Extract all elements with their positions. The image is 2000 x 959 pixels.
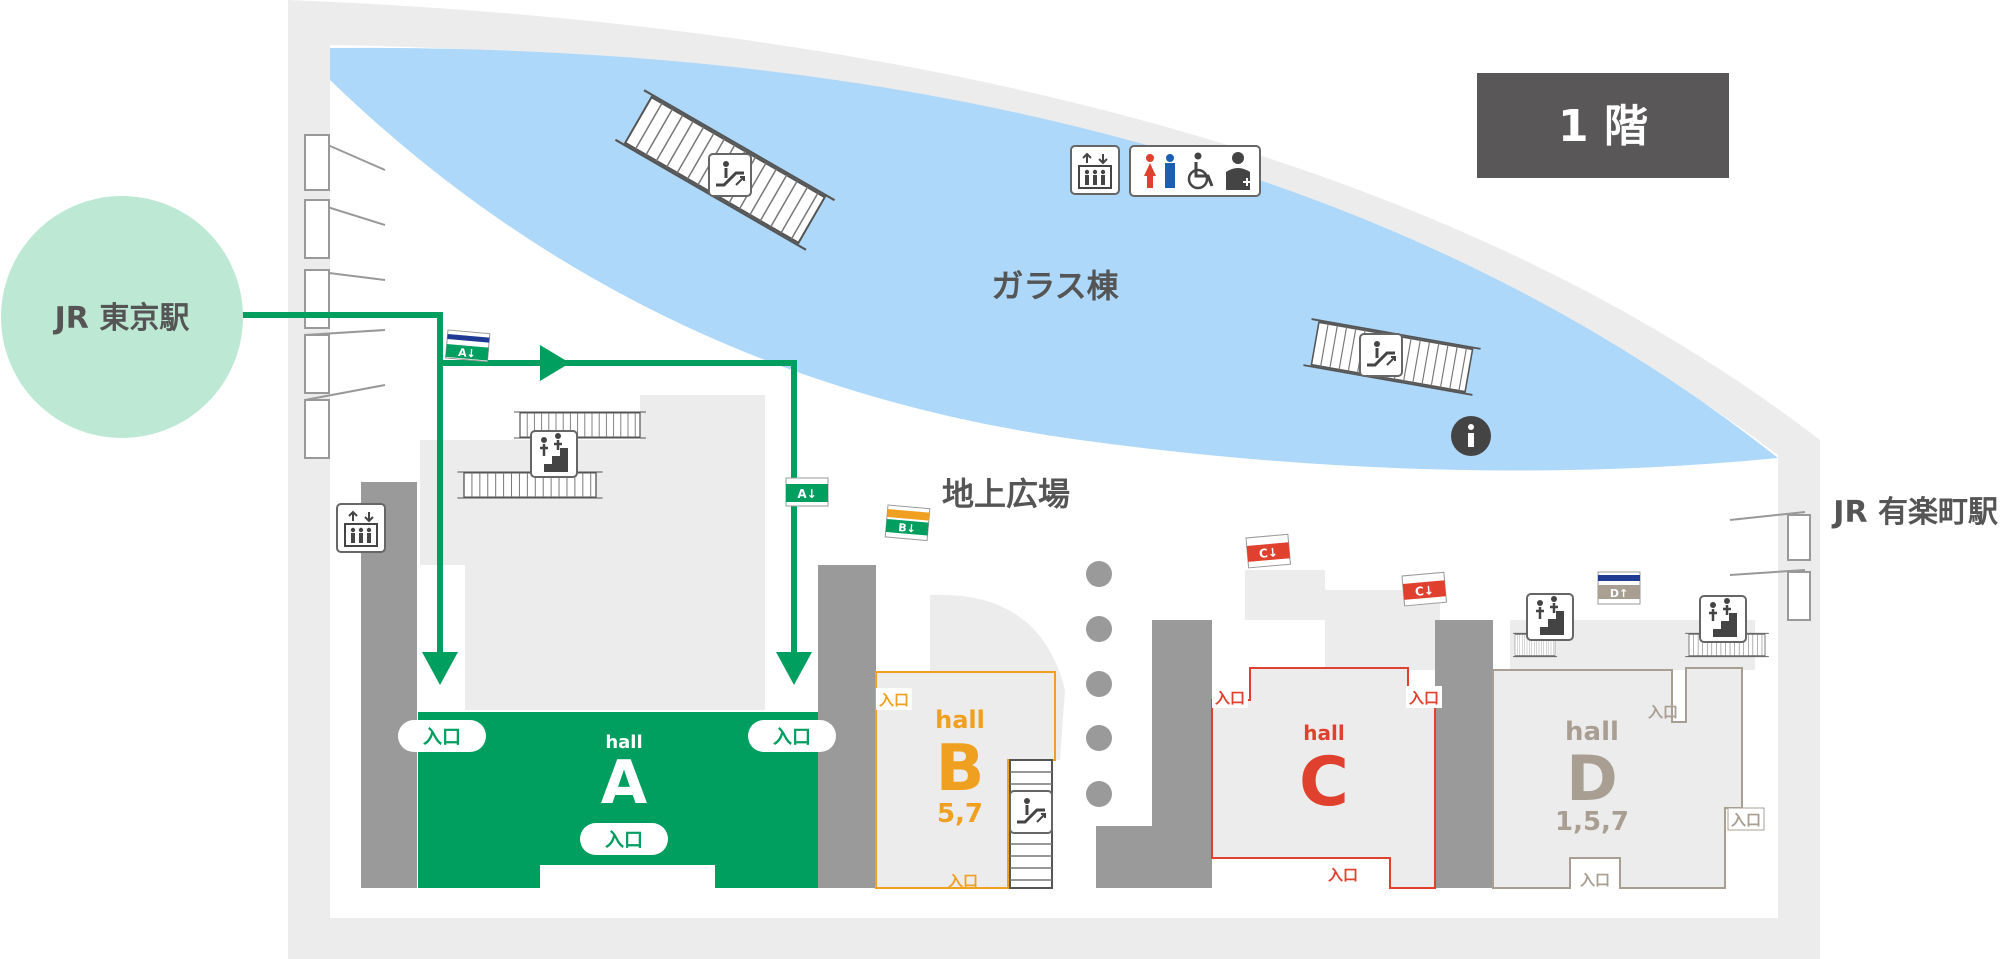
- stairs-icon[interactable]: [529, 429, 579, 479]
- exit-sign-c-lower: C↓: [1401, 571, 1447, 607]
- entrance-label[interactable]: 入口: [1328, 866, 1358, 884]
- stairs-icon[interactable]: [1525, 592, 1575, 642]
- exit-sign-d-label: D↑: [1610, 587, 1628, 600]
- jr-tokyo-station-marker[interactable]: [1, 196, 243, 438]
- hall-d-entrances[interactable]: 入口 入口 入口: [1580, 703, 1765, 889]
- restroom-group[interactable]: [1129, 145, 1261, 197]
- glass-building-label: ガラス棟: [991, 267, 1119, 305]
- hall-d-hall-label: hall: [1565, 717, 1619, 747]
- hall-c-hall-label: hall: [1303, 721, 1344, 745]
- hall-a-entrance-right[interactable]: 入口: [748, 720, 836, 752]
- hall-a-notch: [540, 865, 715, 890]
- exit-sign-c-label: C↓: [1414, 583, 1434, 599]
- exit-sign-a-label: A↓: [458, 346, 477, 360]
- information-icon[interactable]: [1451, 416, 1491, 456]
- hall-d-exits: 1,5,7: [1555, 807, 1629, 837]
- hall-b-entrances[interactable]: 入口 入口: [876, 688, 978, 890]
- entrance-label: 入口: [605, 829, 643, 851]
- hall-a-entrance-bottom[interactable]: 入口: [580, 823, 668, 855]
- entrance-label[interactable]: 入口: [1409, 689, 1439, 707]
- hall-c-letter: C: [1299, 743, 1349, 822]
- hall-d-letter: D: [1566, 742, 1617, 815]
- wheelchair-icon: [1187, 152, 1214, 190]
- entrance-label[interactable]: 入口: [1580, 871, 1610, 889]
- escalator-icon[interactable]: [1008, 789, 1054, 835]
- elevator-icon[interactable]: [336, 503, 386, 553]
- route-arrowheads: [422, 345, 812, 685]
- exit-sign-c-upper: C↓: [1245, 533, 1291, 569]
- jr-yurakucho-station-label[interactable]: JR 有楽町駅: [1831, 495, 1998, 530]
- hall-b-exits: 5,7: [937, 799, 983, 829]
- escalator-icon[interactable]: [707, 152, 753, 198]
- hall-b-area: [875, 671, 1056, 889]
- entrance-label: 入口: [423, 726, 461, 748]
- floor-badge: [1477, 73, 1729, 178]
- nursing-room-icon: [1226, 152, 1251, 190]
- exit-sign-a-label: A↓: [797, 487, 816, 501]
- hall-b-letter: B: [936, 732, 985, 806]
- entrance-label[interactable]: 入口: [1215, 689, 1245, 707]
- exit-sign-b: B↓: [884, 504, 931, 542]
- hall-b-hall-label: hall: [935, 706, 985, 734]
- entrance-label[interactable]: 入口: [948, 872, 978, 890]
- entrance-canopy-right: [1729, 511, 1811, 621]
- exit-sign-d: D↑: [1597, 571, 1641, 605]
- escalator-icon[interactable]: [1358, 332, 1404, 378]
- hall-a-letter: A: [601, 748, 648, 818]
- hall-a-hall-label: hall: [605, 732, 642, 753]
- entrance-label[interactable]: 入口: [1731, 811, 1761, 829]
- entrance-canopy: [304, 134, 386, 459]
- stairs-icon[interactable]: [1698, 594, 1748, 644]
- exit-sign-c-label: C↓: [1258, 545, 1278, 561]
- entrance-label: 入口: [773, 726, 811, 748]
- pillars: [1086, 561, 1112, 807]
- exit-sign-a-side: A↓: [785, 477, 829, 507]
- entrance-label[interactable]: 入口: [879, 691, 909, 709]
- restroom-male-icon: [1165, 154, 1175, 188]
- elevator-icon[interactable]: [1070, 145, 1120, 195]
- escalator-left-lower: [456, 471, 604, 499]
- hall-d-area: [1492, 667, 1743, 889]
- jr-tokyo-station-label[interactable]: JR 東京駅: [53, 301, 190, 336]
- restroom-female-icon: [1144, 154, 1156, 188]
- floor-label: 1 階: [1558, 101, 1648, 152]
- exit-sign-b-label: B↓: [898, 521, 917, 535]
- exit-sign-a-top: A↓: [445, 329, 491, 363]
- entrance-label[interactable]: 入口: [1648, 703, 1678, 721]
- ground-plaza-label: 地上広場: [942, 475, 1070, 513]
- hall-a-entrance-left[interactable]: 入口: [398, 720, 486, 752]
- hall-c-entrances[interactable]: 入口 入口 入口: [1212, 686, 1442, 884]
